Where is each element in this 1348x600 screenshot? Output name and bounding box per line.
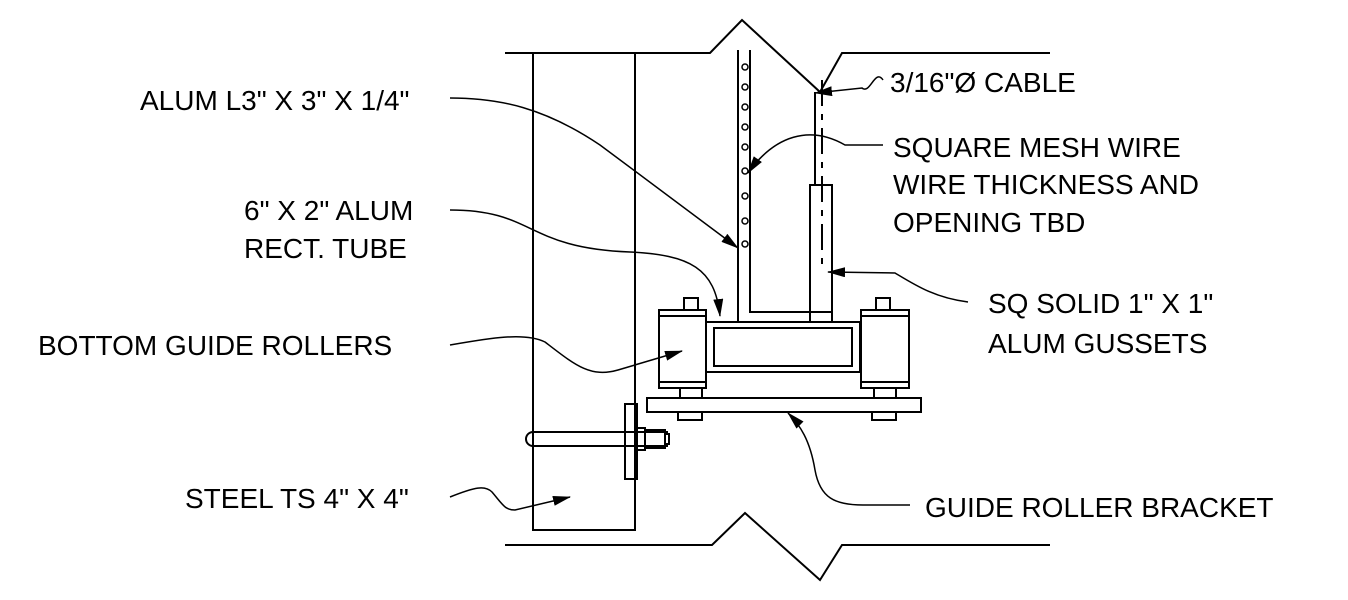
leader-mesh bbox=[747, 134, 883, 174]
label-mesh-line-2: WIRE THICKNESS AND bbox=[893, 169, 1199, 200]
leader-bracket bbox=[787, 412, 910, 506]
rect-tube-outer bbox=[705, 321, 861, 373]
u-bolt bbox=[525, 431, 668, 447]
top-break-line bbox=[505, 18, 1050, 94]
angle-bolt-holes bbox=[741, 63, 749, 248]
rect-tube-inner bbox=[713, 327, 853, 367]
bottom-break-line bbox=[505, 511, 1050, 582]
bracket-nuts bbox=[677, 411, 897, 421]
leader-angle bbox=[449, 97, 739, 249]
leader-tube bbox=[449, 209, 724, 317]
label-gussets-line-2: ALUM GUSSETS bbox=[988, 328, 1207, 359]
label-rollers: BOTTOM GUIDE ROLLERS bbox=[38, 330, 392, 361]
label-tube-line-2: RECT. TUBE bbox=[244, 233, 407, 264]
left-guide-roller bbox=[658, 297, 707, 399]
label-gussets-line-1: SQ SOLID 1" X 1" bbox=[988, 288, 1213, 319]
label-bracket: GUIDE ROLLER BRACKET bbox=[925, 492, 1274, 523]
u-bolt-nuts bbox=[636, 427, 670, 451]
leader-steel bbox=[449, 487, 571, 511]
guide-roller-bracket bbox=[646, 397, 922, 413]
label-mesh-line-1: SQUARE MESH WIRE bbox=[893, 132, 1181, 163]
right-guide-roller bbox=[860, 297, 910, 399]
steel-tube-column bbox=[532, 52, 636, 531]
leader-cable bbox=[814, 76, 884, 97]
leader-gussets bbox=[827, 267, 969, 303]
aluminum-gusset bbox=[809, 184, 833, 322]
label-cable: 3/16"Ø CABLE bbox=[890, 67, 1076, 98]
label-tube-line-1: 6" X 2" ALUM bbox=[244, 195, 413, 226]
leader-rollers bbox=[449, 335, 683, 374]
label-angle: ALUM L3" X 3" X 1/4" bbox=[140, 85, 410, 116]
label-mesh-line-3: OPENING TBD bbox=[893, 207, 1085, 238]
label-steel: STEEL TS 4" X 4" bbox=[185, 483, 409, 514]
